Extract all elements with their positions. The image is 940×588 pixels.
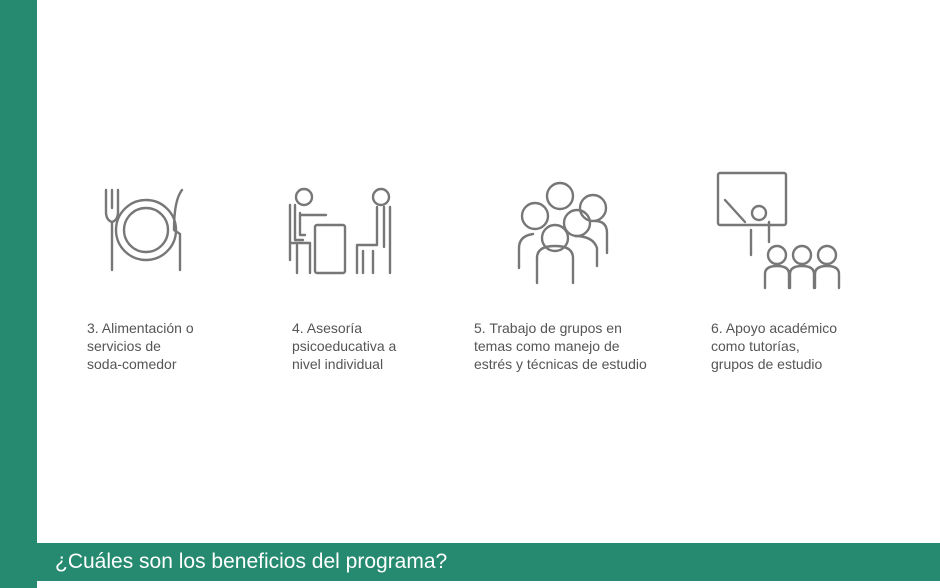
left-accent-bar <box>0 0 37 588</box>
teacher-board-icon <box>716 171 841 290</box>
benefit-caption: 4. Asesoría psicoeducativa a nivel indiv… <box>292 320 397 372</box>
benefit-caption: 3. Alimentación o servicios de soda-come… <box>87 320 194 372</box>
benefit-caption: 5. Trabajo de grupos en temas como manej… <box>474 320 647 372</box>
group-icon <box>517 181 609 285</box>
plate-fork-knife-icon <box>104 188 184 272</box>
benefit-caption: 6. Apoyo académico como tutorías, grupos… <box>711 320 838 372</box>
counseling-icon <box>288 187 392 275</box>
section-title-banner: ¿Cuáles son los beneficios del programa? <box>37 543 940 581</box>
